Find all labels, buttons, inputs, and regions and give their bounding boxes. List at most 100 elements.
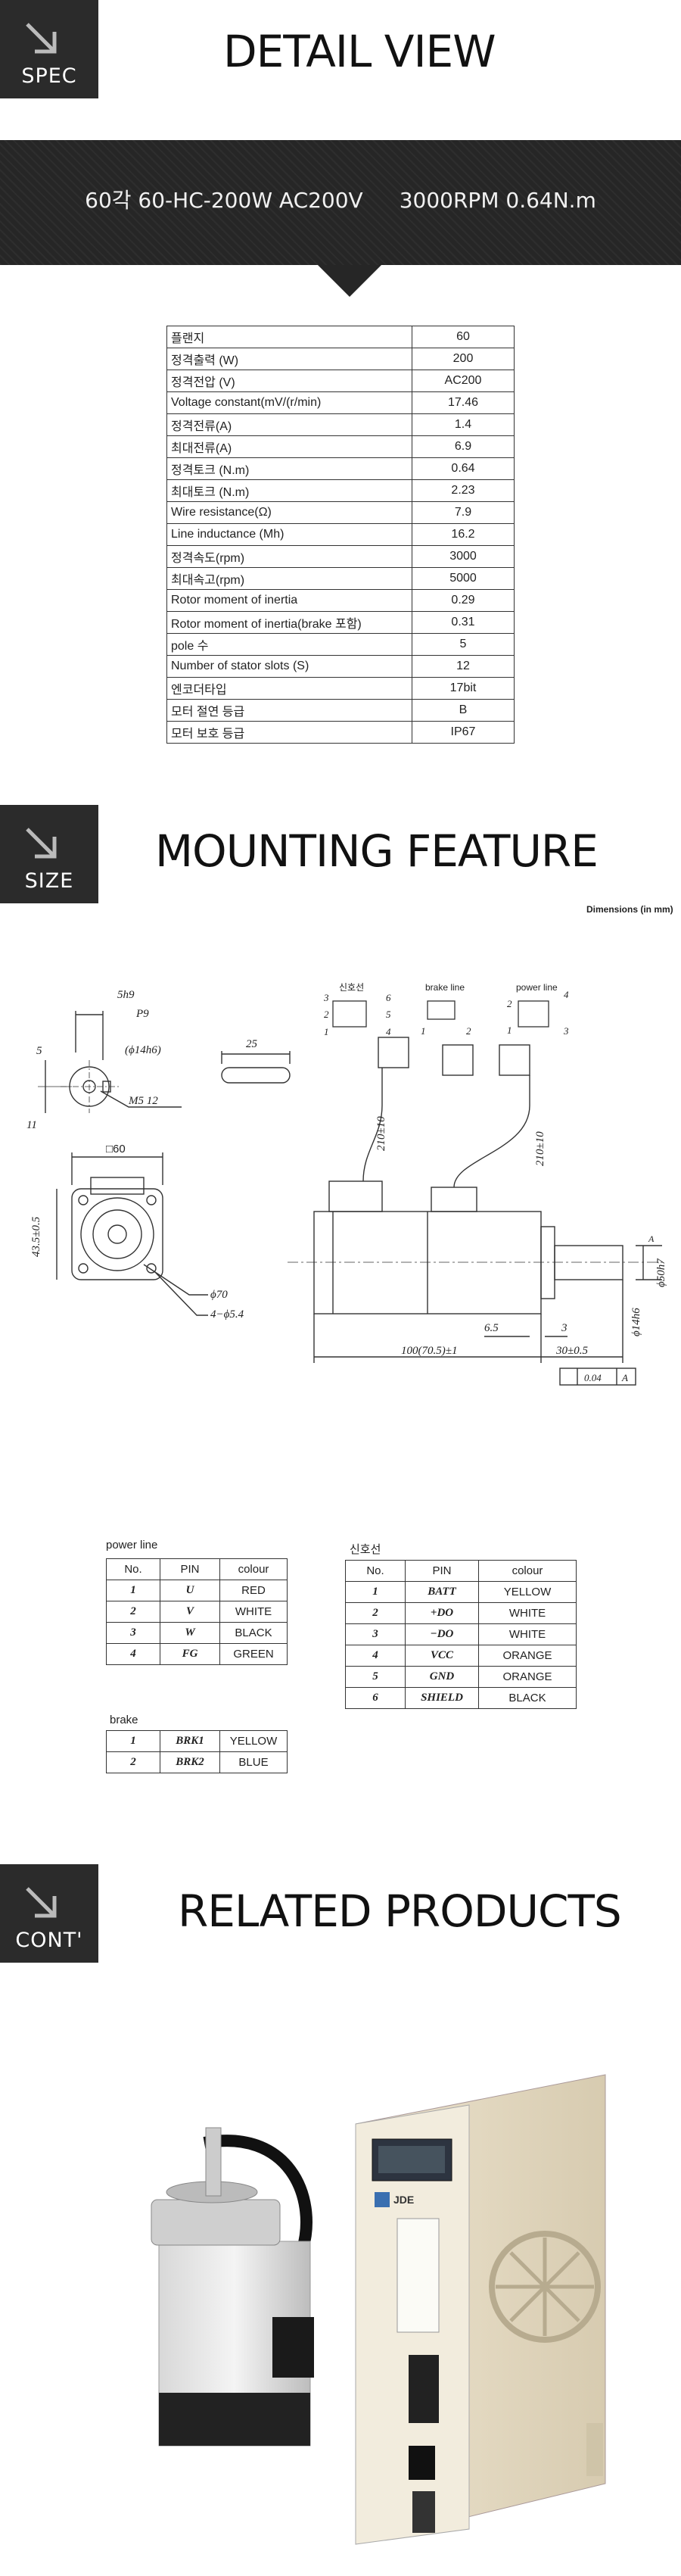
- brake-pin-2: 2: [466, 1025, 471, 1037]
- label-runout-tolerance: 0.04: [584, 1372, 602, 1383]
- spec-value: 6.9: [412, 435, 515, 458]
- table-cell: 1: [345, 1581, 406, 1603]
- spec-key: pole 수: [166, 633, 412, 656]
- table-cell: SHIELD: [405, 1687, 479, 1709]
- spec-key: 정격토크 (N.m): [166, 457, 412, 480]
- section-title-mounting-feature: MOUNTING FEATURE: [155, 825, 599, 877]
- power-pin-3: 3: [563, 1025, 569, 1037]
- spec-row: 정격출력 (W)200: [166, 348, 515, 370]
- connector-outlines: [332, 1000, 549, 1028]
- table-header-cell: PIN: [160, 1558, 220, 1580]
- spec-value: 5000: [412, 567, 515, 590]
- table-header-cell: colour: [478, 1560, 577, 1582]
- spec-value: 60: [412, 326, 515, 348]
- spec-key: Rotor moment of inertia: [166, 589, 412, 612]
- pin-num-6: 6: [386, 992, 391, 1003]
- spec-key: 모터 절연 등급: [166, 699, 412, 722]
- spec-value: 16.2: [412, 523, 515, 546]
- brake-caption: brake: [110, 1714, 138, 1726]
- table-cell: 4: [345, 1645, 406, 1667]
- label-dim-3: 3: [561, 1322, 568, 1334]
- label-datum-marker: A: [648, 1233, 655, 1244]
- section-badge-spec: SPEC: [0, 0, 98, 98]
- table-cell: U: [160, 1580, 220, 1601]
- label-power-cable-length: 210±10: [534, 1131, 546, 1166]
- spec-value: 2.23: [412, 479, 515, 502]
- pin-num-2: 2: [324, 1009, 329, 1020]
- spec-key: Wire resistance(Ω): [166, 501, 412, 524]
- label-dim-5: 5: [36, 1045, 42, 1057]
- section-title-detail-view: DETAIL VIEW: [223, 26, 496, 77]
- label-shaft-diameter-paren: (ϕ14h6): [125, 1044, 161, 1056]
- label-key-length: 25: [246, 1038, 258, 1050]
- spec-value: 0.29: [412, 589, 515, 612]
- spec-row: Voltage constant(mV/(r/min)17.46: [166, 391, 515, 414]
- spec-key: 모터 보호 등급: [166, 721, 412, 744]
- section-badge-label: CONT': [15, 1929, 83, 1952]
- brake-pin-1: 1: [421, 1025, 426, 1037]
- spec-key: 정격출력 (W): [166, 348, 412, 370]
- arrow-down-right-icon: [26, 828, 57, 859]
- table-cell: 5: [345, 1666, 406, 1688]
- table-header-cell: PIN: [405, 1560, 479, 1582]
- banner-rating: 3000RPM 0.64N.m: [399, 188, 596, 213]
- spec-key: Voltage constant(mV/(r/min): [166, 391, 412, 414]
- mounting-drawing: 5h9 P9 (ϕ14h6) M5 12 5 11 25 신호선 brake l…: [26, 982, 667, 1386]
- motor-side-view: [288, 1037, 666, 1386]
- label-body-length: 100(70.5)±1: [401, 1345, 457, 1357]
- spec-row: Rotor moment of inertia(brake 포함)0.31: [166, 611, 515, 634]
- spec-value: AC200: [412, 370, 515, 392]
- power-pin-4: 4: [564, 989, 569, 1000]
- section-badge-label: SIZE: [24, 869, 74, 893]
- label-spigot-diameter: ϕ50h7: [655, 1258, 667, 1287]
- label-keyway-width: 5h9: [117, 989, 135, 1001]
- table-cell: 3: [106, 1622, 160, 1644]
- label-thread: M5 12: [128, 1095, 158, 1107]
- shaft-end-view: [38, 1011, 182, 1113]
- label-height: 43.5±0.5: [30, 1216, 42, 1257]
- table-cell: VCC: [405, 1645, 479, 1667]
- table-cell: ORANGE: [478, 1645, 577, 1667]
- label-brake-connector: brake line: [425, 982, 465, 993]
- spec-value: 3000: [412, 545, 515, 568]
- drive-brand: JDE: [393, 2194, 414, 2206]
- table-cell: BATT: [405, 1581, 479, 1603]
- table-header-cell: No.: [106, 1558, 160, 1580]
- label-shaft-length: 30±0.5: [555, 1345, 588, 1357]
- spec-value: 200: [412, 348, 515, 370]
- section-badge-size: SIZE: [0, 805, 98, 903]
- table-cell: FG: [160, 1643, 220, 1665]
- table-cell: YELLOW: [219, 1730, 288, 1752]
- label-signal-cable-length: 210±10: [375, 1116, 387, 1151]
- pin-num-1: 1: [324, 1026, 329, 1037]
- table-header-cell: No.: [345, 1560, 406, 1582]
- spec-row: 정격전류(A)1.4: [166, 413, 515, 436]
- pin-num-3: 3: [323, 992, 329, 1003]
- spec-row: Line inductance (Mh)16.2: [166, 523, 515, 546]
- spec-value: IP67: [412, 721, 515, 744]
- spec-key: 최대전류(A): [166, 435, 412, 458]
- spec-key: 정격전류(A): [166, 413, 412, 436]
- section-badge-label: SPEC: [21, 64, 77, 88]
- spec-row: 최대전류(A)6.9: [166, 435, 515, 458]
- table-cell: 2: [345, 1602, 406, 1624]
- spec-value: 17.46: [412, 391, 515, 414]
- spec-key: 최대속고(rpm): [166, 567, 412, 590]
